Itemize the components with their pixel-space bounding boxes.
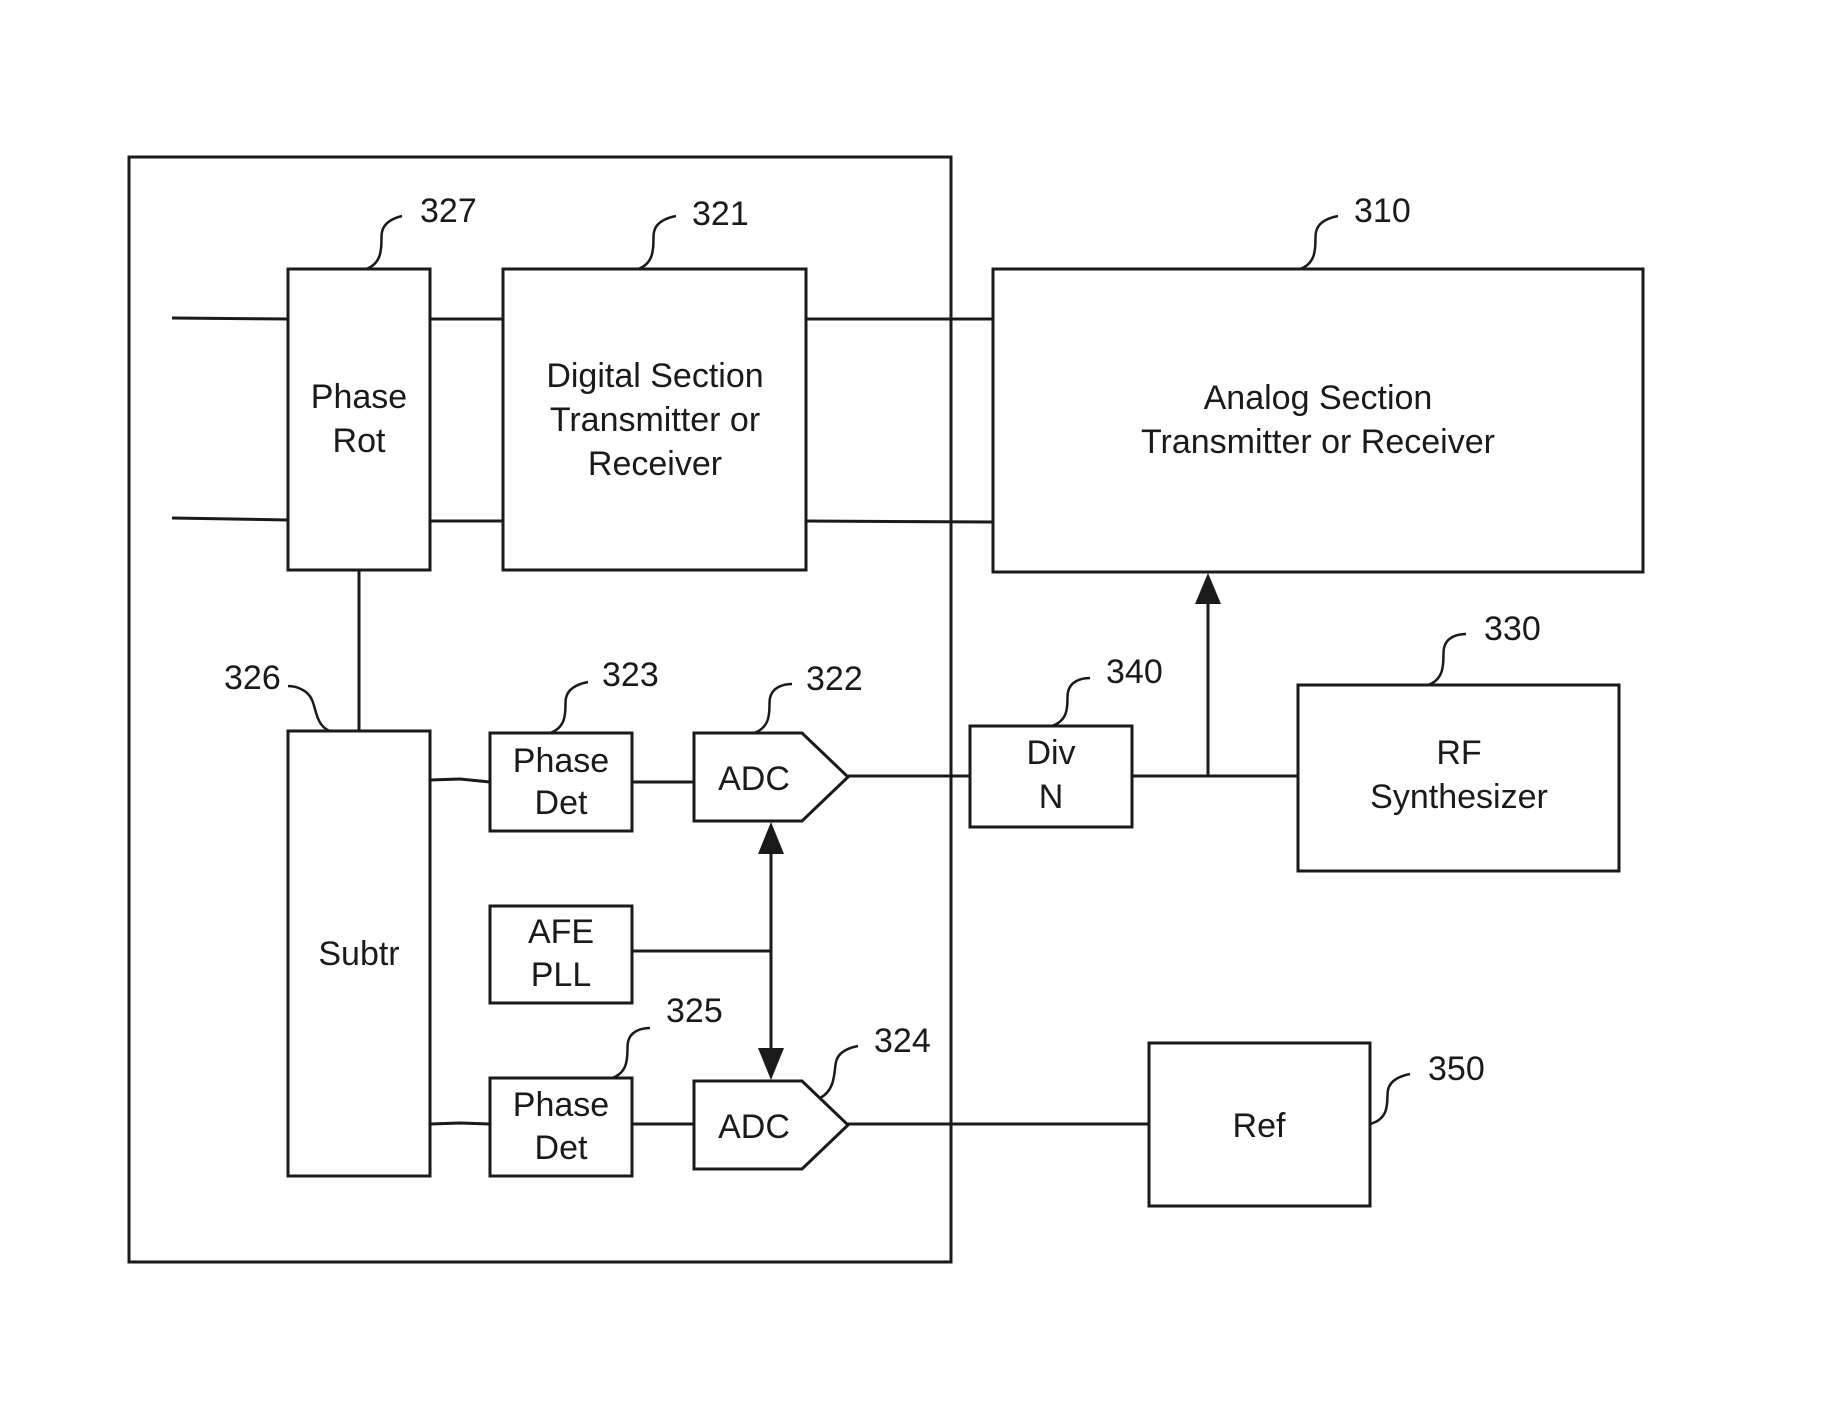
ref-323: 323 xyxy=(602,656,659,694)
leader-321 xyxy=(638,216,676,269)
leader-325 xyxy=(612,1028,650,1078)
arrowhead-analog xyxy=(1195,573,1221,604)
digital-section-label-2: Transmitter or xyxy=(550,401,760,439)
phase-rot-label-1: Phase xyxy=(311,378,407,416)
leader-327 xyxy=(366,216,402,269)
ref-324: 324 xyxy=(874,1022,931,1060)
leader-323 xyxy=(550,682,588,733)
ref-325: 325 xyxy=(666,992,723,1030)
phase-det-upper-label-1: Phase xyxy=(513,742,609,780)
ref-350: 350 xyxy=(1428,1050,1485,1088)
leader-322 xyxy=(754,684,792,733)
wire-subtr-pd-upper xyxy=(430,779,490,782)
wire-digital-analog-bottom xyxy=(806,521,993,522)
leader-330 xyxy=(1428,634,1466,685)
phase-det-lower-block: Phase Det xyxy=(490,1078,632,1176)
ref-321: 321 xyxy=(692,195,749,233)
input-wire-bottom xyxy=(172,518,288,520)
ref-322: 322 xyxy=(806,660,863,698)
leader-326 xyxy=(288,686,330,731)
input-wire-top xyxy=(172,318,288,319)
digital-section-block: Digital Section Transmitter or Receiver xyxy=(503,269,806,570)
arrowhead-adc-upper xyxy=(758,822,784,854)
ref-340: 340 xyxy=(1106,653,1163,691)
analog-section-block: Analog Section Transmitter or Receiver xyxy=(993,269,1643,572)
adc-upper-label: ADC xyxy=(718,760,790,798)
leader-310 xyxy=(1300,216,1338,269)
phase-det-upper-label-2: Det xyxy=(535,784,588,822)
adc-lower-label: ADC xyxy=(718,1108,790,1146)
ref-326: 326 xyxy=(224,659,281,697)
rf-synthesizer-label-1: RF xyxy=(1436,734,1481,772)
ref-327: 327 xyxy=(420,192,477,230)
ref-block: Ref xyxy=(1149,1043,1370,1206)
ref-310: 310 xyxy=(1354,192,1411,230)
afe-pll-block: AFE PLL xyxy=(490,906,632,1003)
digital-section-label-3: Receiver xyxy=(588,445,722,483)
subtr-block: Subtr xyxy=(288,731,430,1176)
digital-section-label-1: Digital Section xyxy=(546,357,763,395)
afe-pll-label-2: PLL xyxy=(531,956,592,994)
phase-det-lower-label-1: Phase xyxy=(513,1086,609,1124)
phase-det-lower-label-2: Det xyxy=(535,1129,588,1167)
div-n-label-1: Div xyxy=(1026,734,1075,772)
analog-section-label-2: Transmitter or Receiver xyxy=(1141,423,1495,461)
div-n-label-2: N xyxy=(1039,778,1064,816)
rf-synthesizer-label-2: Synthesizer xyxy=(1370,778,1548,816)
phase-rot-label-2: Rot xyxy=(333,422,386,460)
wire-subtr-pd-lower xyxy=(430,1123,490,1124)
analog-section-label-1: Analog Section xyxy=(1204,379,1433,417)
phase-rot-block: Phase Rot xyxy=(288,269,430,570)
ref-label: Ref xyxy=(1233,1107,1286,1145)
arrowhead-adc-lower xyxy=(758,1048,784,1080)
afe-pll-label-1: AFE xyxy=(528,913,594,951)
phase-det-upper-block: Phase Det xyxy=(490,733,632,831)
rf-synthesizer-block: RF Synthesizer xyxy=(1298,685,1619,871)
adc-upper-block: ADC xyxy=(694,733,848,821)
div-n-block: Div N xyxy=(970,726,1132,827)
leader-340 xyxy=(1052,678,1090,726)
subtr-label: Subtr xyxy=(318,935,399,973)
leader-324 xyxy=(820,1046,858,1098)
ref-330: 330 xyxy=(1484,610,1541,648)
leader-350 xyxy=(1370,1074,1410,1124)
